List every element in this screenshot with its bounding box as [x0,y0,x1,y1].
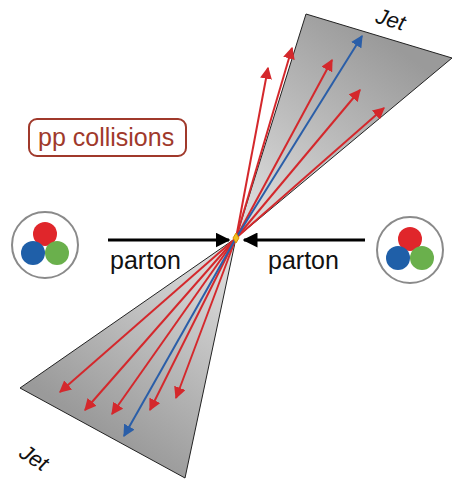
jet-label: Jet [15,440,53,476]
jet-cone [236,14,452,238]
proton-icon [377,217,443,283]
parton-label: parton [268,247,339,275]
collision-point [233,233,239,243]
title-box: pp collisions [28,118,187,157]
parton-label: parton [110,247,181,275]
jet-label: Jet [373,4,408,36]
particle-arrows [60,48,384,414]
proton-icon [12,212,78,278]
box-title: pp collisions [38,122,177,153]
jet-axis-arrows [124,36,362,436]
